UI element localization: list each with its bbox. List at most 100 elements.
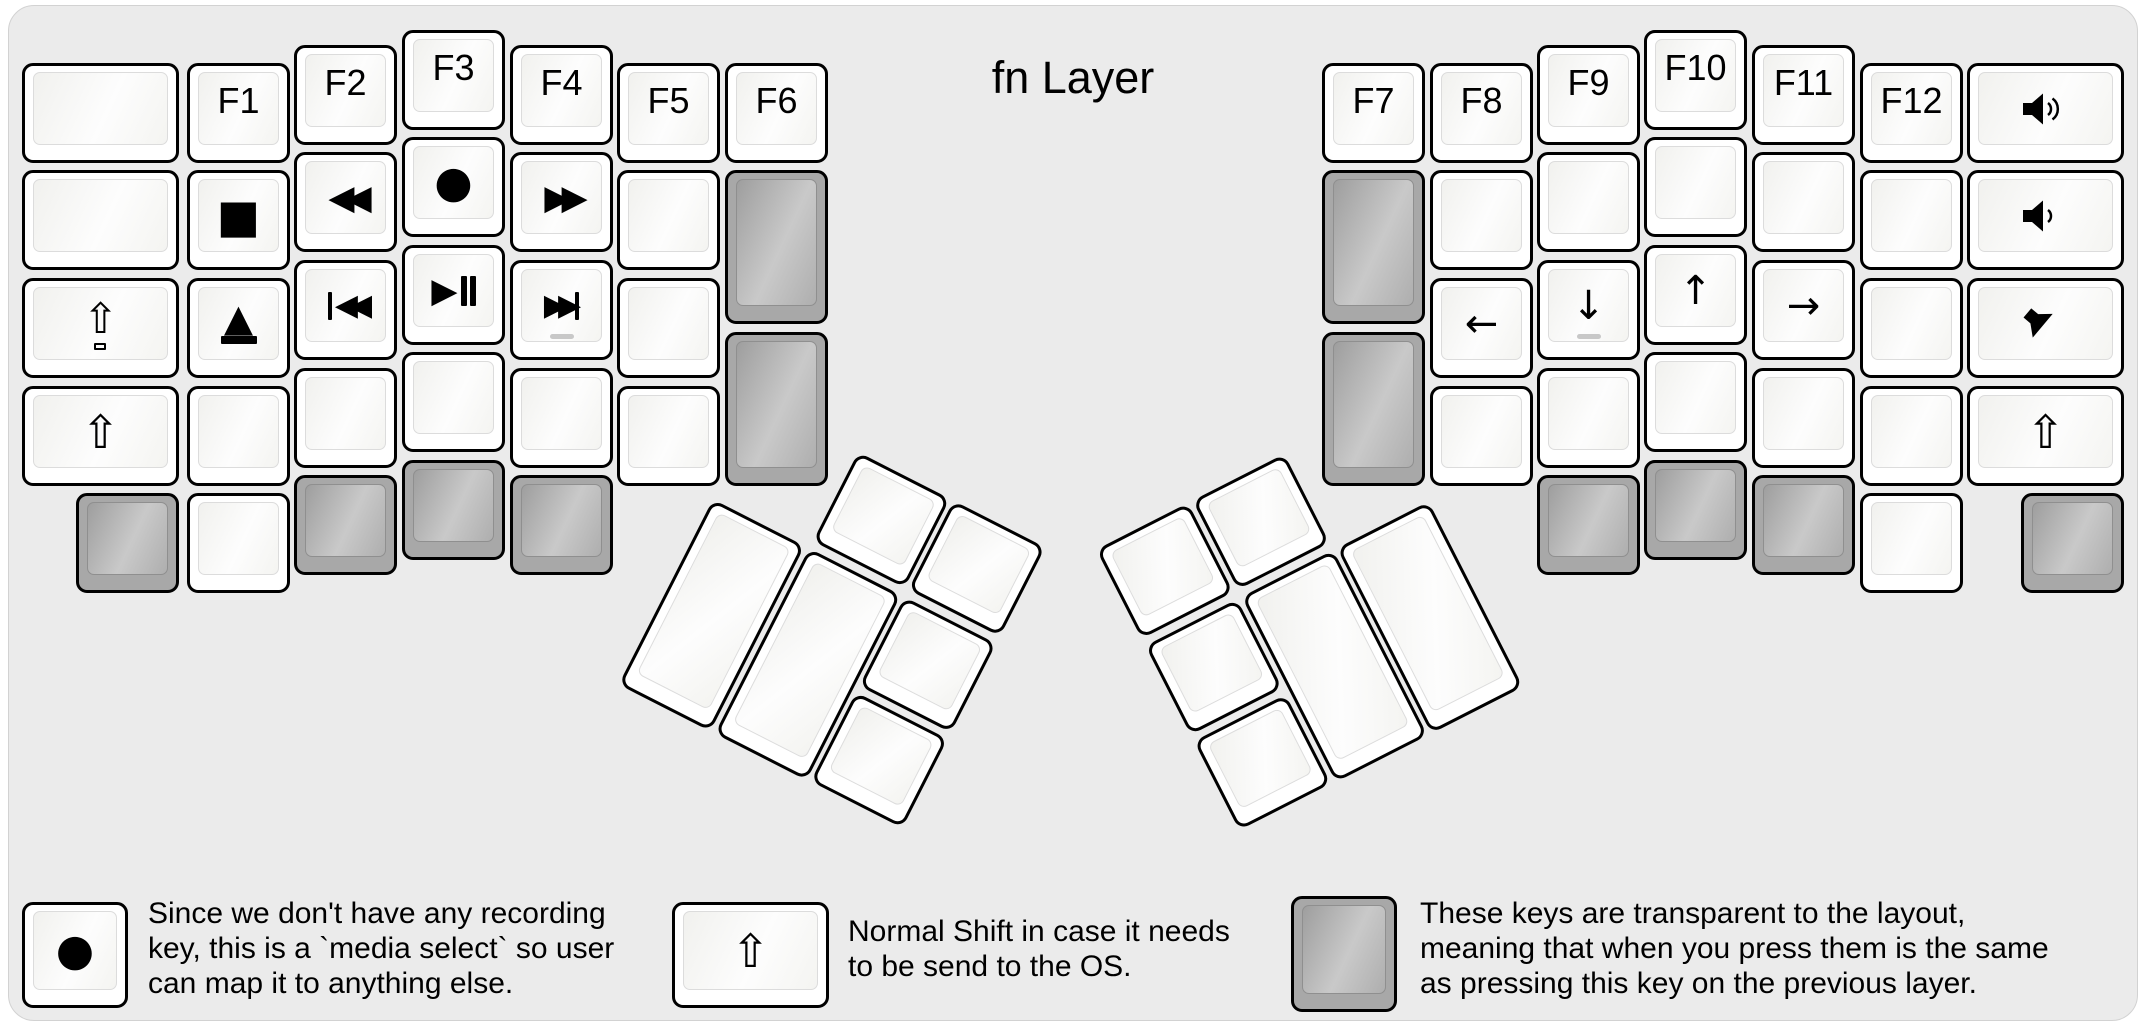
key-transparent-l-bottom <box>76 493 179 593</box>
legend-text: These keys are transparent to the layout… <box>1420 896 2049 1001</box>
key-blank-l-c5-r2 <box>617 278 720 378</box>
key-transparent-r-bottom <box>2021 493 2124 593</box>
keycap: ◀◀ <box>305 269 386 342</box>
layer-title: fn Layer <box>991 52 1155 103</box>
keycap <box>1548 377 1629 450</box>
keycap <box>521 484 602 557</box>
key-label: F6 <box>755 79 798 121</box>
key-label: F9 <box>1567 61 1610 103</box>
key-f6: F6 <box>725 63 828 163</box>
keycap: F2 <box>305 54 386 127</box>
key-transparent-l-c2 <box>294 475 397 575</box>
keycap <box>1763 377 1844 450</box>
key-transparent-r-c3 <box>1644 460 1747 560</box>
key-blank-r-c4-r1 <box>1537 152 1640 252</box>
key-mute <box>1967 278 2124 378</box>
keycap <box>1548 161 1629 234</box>
keycap <box>521 377 602 450</box>
keycap <box>1978 287 2113 360</box>
legend-text-line: Since we don't have any recording <box>148 897 606 930</box>
keycap: ↑ <box>1655 254 1736 327</box>
keycap: ▶ <box>413 254 494 327</box>
key-label: F7 <box>1352 79 1395 121</box>
keycap: F9 <box>1548 54 1629 127</box>
key-blank-l-c1-r3 <box>187 386 290 486</box>
keycap <box>1159 612 1265 714</box>
legend-item-transparent-keys-note: These keys are transparent to the layout… <box>1420 896 2049 1001</box>
key-legend-normal-shift-note: ⇧ <box>672 902 829 1008</box>
key-f10: F10 <box>1644 30 1747 130</box>
legend-text-line: meaning that when you press them is the … <box>1420 932 2049 965</box>
keycap <box>1548 484 1629 557</box>
keycap <box>87 502 168 575</box>
play-pause-icon: ▶ <box>431 274 476 308</box>
keycap: F4 <box>521 54 602 127</box>
keycap: F7 <box>1333 72 1414 145</box>
homing-dash <box>1576 334 1601 339</box>
keycap <box>1871 502 1952 575</box>
key-f12: F12 <box>1860 63 1963 163</box>
mute-icon <box>2023 307 2053 338</box>
keycap <box>413 469 494 542</box>
key-f4: F4 <box>510 45 613 145</box>
keycap <box>628 179 709 252</box>
keycap <box>1655 469 1736 542</box>
key-caps-lock: ⇧ <box>22 278 179 378</box>
keycap: F6 <box>736 72 817 145</box>
key-f3: F3 <box>402 30 505 130</box>
key-blank-r-c3-r3 <box>1644 352 1747 452</box>
key-legend-transparent-keys-note <box>1291 896 1397 1012</box>
key-blank-l-c5-r1 <box>617 170 720 270</box>
key-f7: F7 <box>1322 63 1425 163</box>
keycap <box>877 609 983 712</box>
record-icon: ● <box>434 156 473 208</box>
keycap: ◀◀ <box>305 161 386 234</box>
keycap: F11 <box>1763 54 1844 127</box>
keycap <box>2032 502 2113 575</box>
keycap: ▲ <box>198 287 279 360</box>
key-label: F3 <box>432 46 475 88</box>
key-blank-r-c5-r1 <box>1430 170 1533 270</box>
key-f11: F11 <box>1752 45 1855 145</box>
key-blank-l-c0-r1 <box>22 170 179 270</box>
key-volume-down <box>1967 170 2124 270</box>
key-blank-l-c3-r3 <box>402 352 505 452</box>
key-blank-l-c5-r3 <box>617 386 720 486</box>
keycap: F3 <box>413 39 494 112</box>
keycap <box>1441 395 1522 468</box>
key-blank-l-c2-r3 <box>294 368 397 468</box>
record-icon: ● <box>55 924 95 976</box>
key-transparent-r-c2 <box>1752 475 1855 575</box>
keycap <box>1763 161 1844 234</box>
key-f1: F1 <box>187 63 290 163</box>
keycap <box>628 395 709 468</box>
legend-text-line: key, this is a `media select` so user <box>148 932 615 965</box>
key-blank-r-c5-r3 <box>1430 386 1533 486</box>
key-label: F10 <box>1664 46 1727 88</box>
keycap <box>1978 179 2113 252</box>
key-label: F2 <box>324 61 367 103</box>
keycap <box>1655 146 1736 219</box>
keycap <box>33 179 168 252</box>
key-label: F8 <box>1460 79 1503 121</box>
legend-text-line: can map it to anything else. <box>148 967 514 1000</box>
key-blank-l-c1-bottom <box>187 493 290 593</box>
key-arrow-up: ↑ <box>1644 245 1747 345</box>
keycap: ⇧ <box>33 395 168 468</box>
legend-text-line: to be send to the OS. <box>848 950 1132 983</box>
key-shift-left: ⇧ <box>22 386 179 486</box>
key-transparent-l-tall-1 <box>725 170 828 324</box>
keycap: ■ <box>198 179 279 252</box>
key-play-pause: ▶ <box>402 245 505 345</box>
key-f8: F8 <box>1430 63 1533 163</box>
keycap <box>1978 72 2113 145</box>
shift-icon: ⇧ <box>81 404 120 459</box>
keycap <box>1207 707 1314 810</box>
key-shift-right: ⇧ <box>1967 386 2124 486</box>
keycap <box>1763 484 1844 557</box>
keycap <box>736 179 817 306</box>
key-blank-r-c1-r1 <box>1860 170 1963 270</box>
keycap: ← <box>1441 287 1522 360</box>
